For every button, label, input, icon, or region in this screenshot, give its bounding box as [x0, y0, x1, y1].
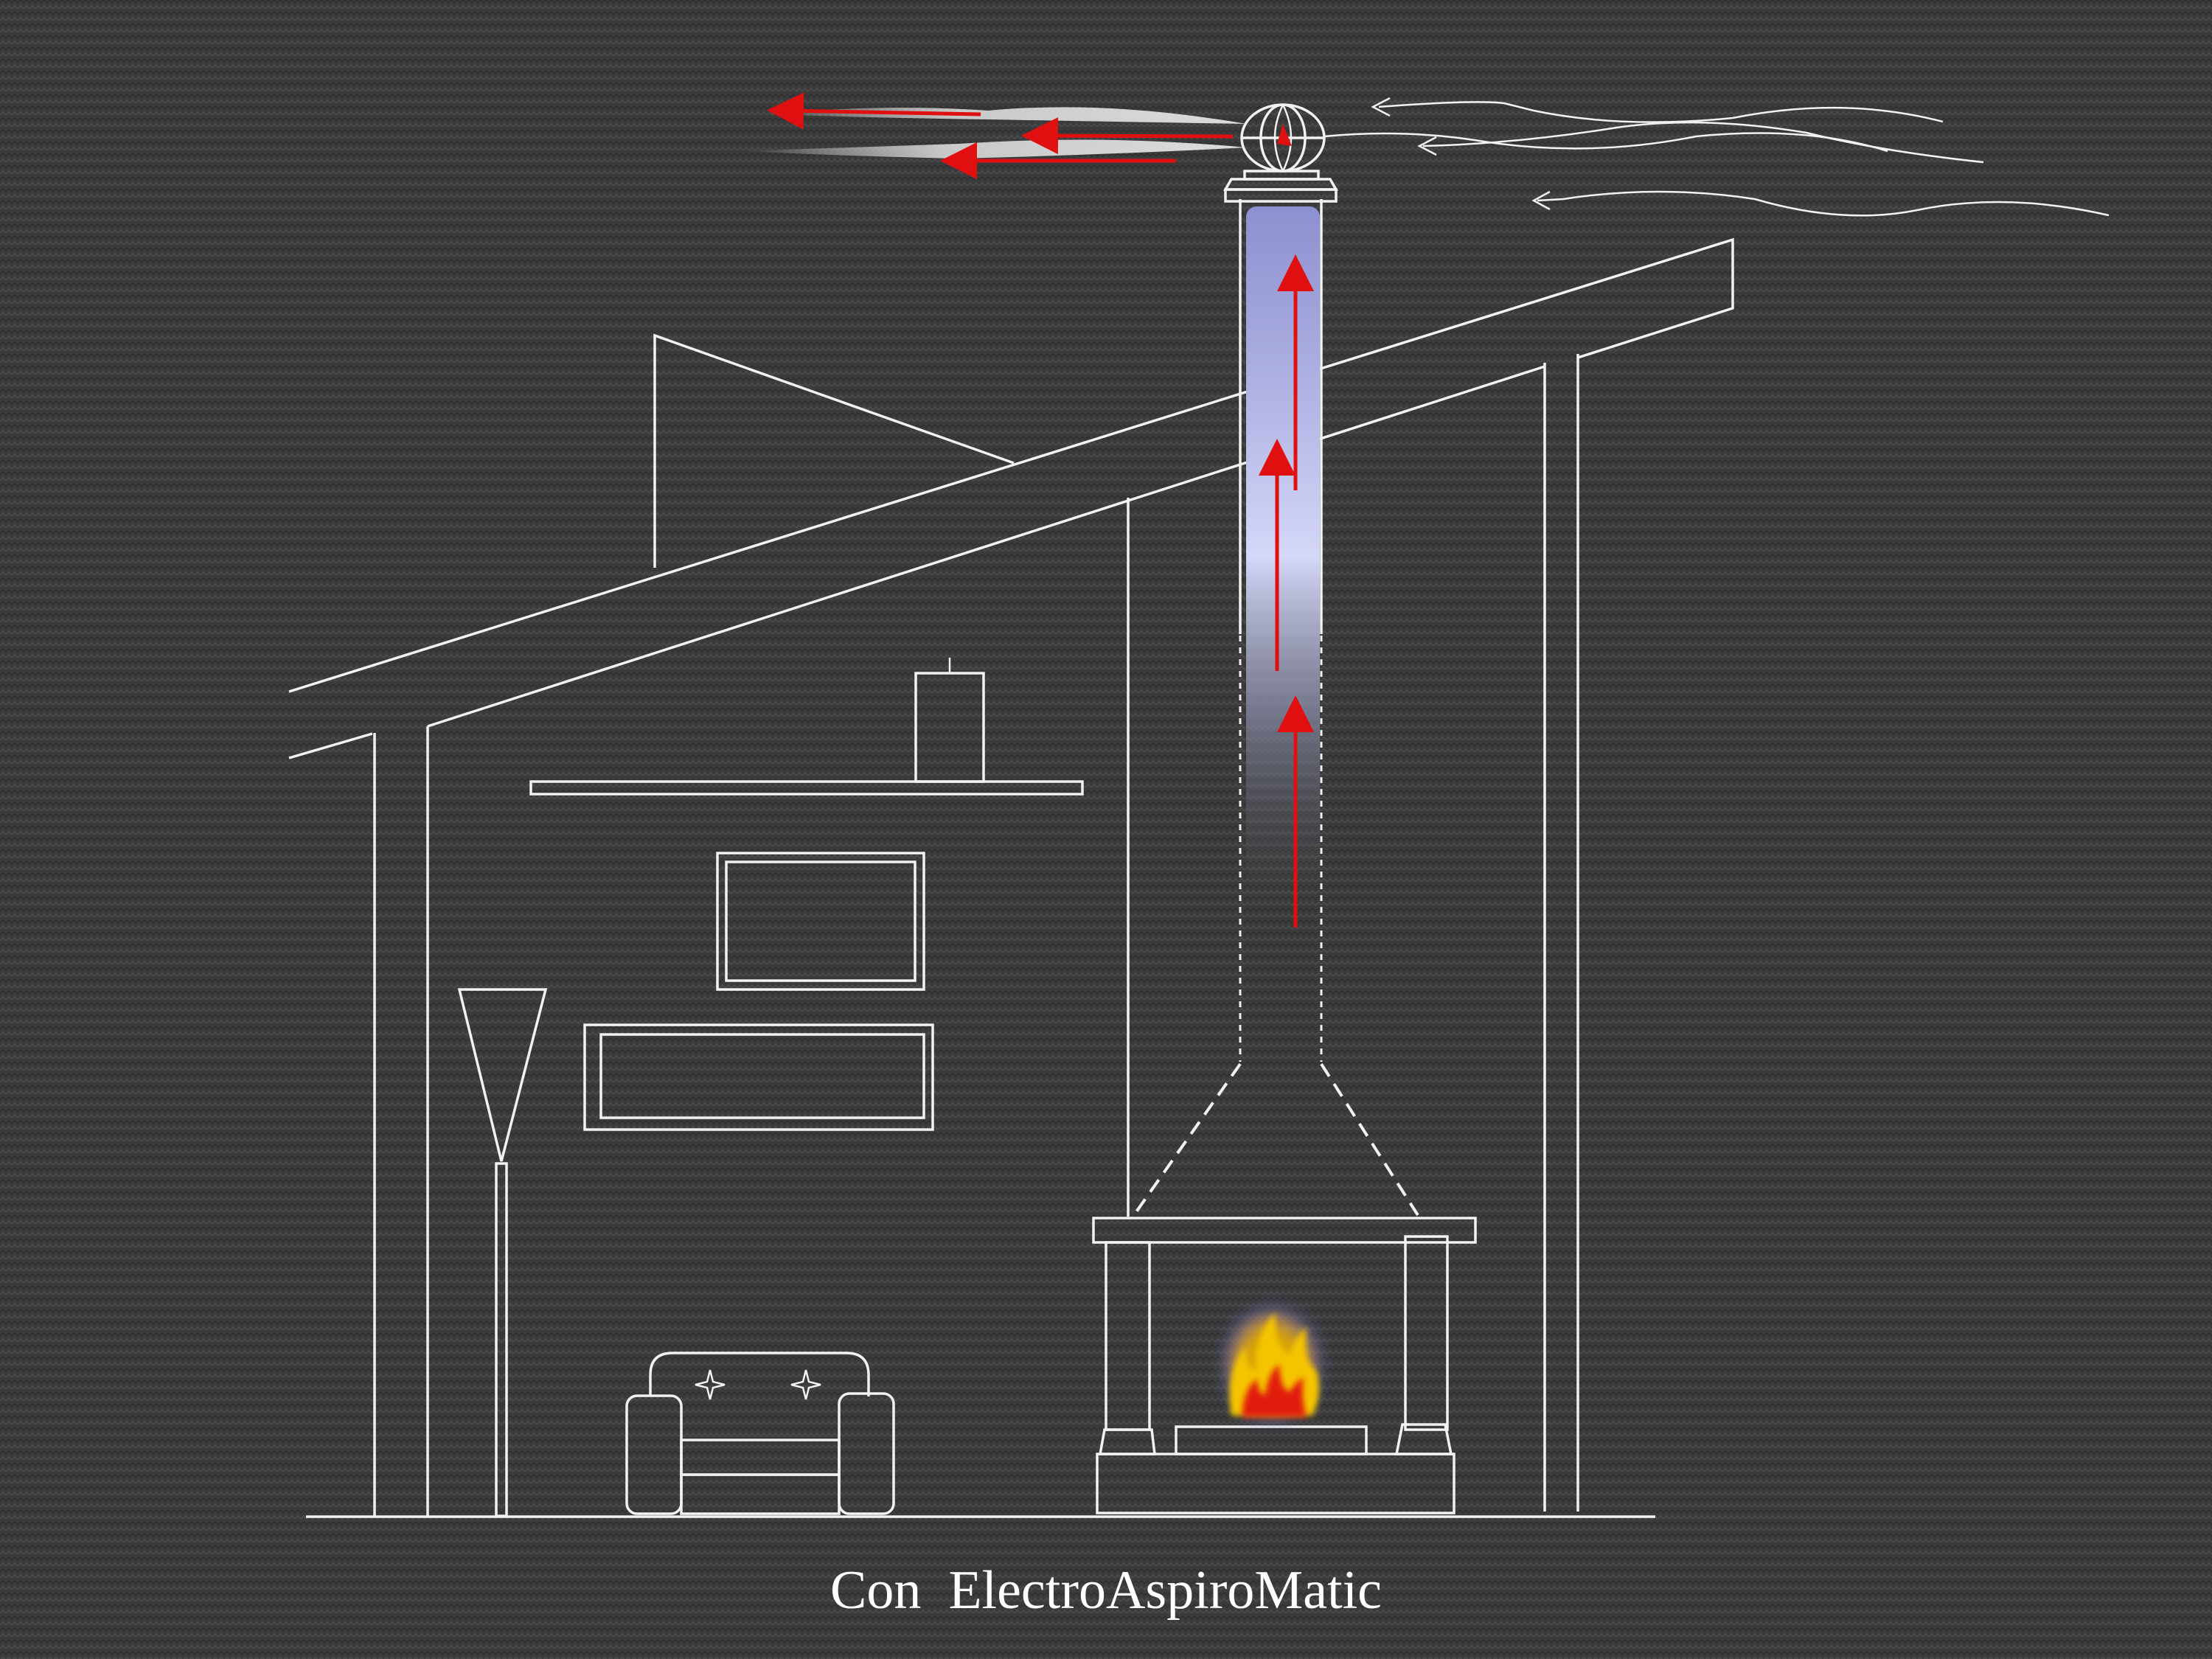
exhaust-flow	[745, 92, 1246, 179]
fire-icon	[1220, 1304, 1324, 1425]
back-gable	[653, 333, 1015, 568]
wall-panel	[583, 1023, 934, 1131]
sofa-icon	[625, 1352, 895, 1515]
wind-lines-icon	[1324, 97, 2110, 217]
picture-frame	[716, 852, 925, 991]
smoke-column	[1246, 206, 1320, 907]
smoke-flow-arrows	[1259, 254, 1314, 928]
floor-lamp-icon	[457, 988, 548, 1517]
fireplace-hood	[1134, 1062, 1419, 1217]
roof-slab	[288, 237, 1734, 759]
wall-shelf	[529, 780, 1084, 796]
rotating-ventilator-icon	[1240, 103, 1326, 173]
caption: Con ElectroAspiroMatic	[830, 1560, 1382, 1621]
fireplace	[1092, 1217, 1477, 1514]
house-walls	[373, 354, 1579, 1517]
